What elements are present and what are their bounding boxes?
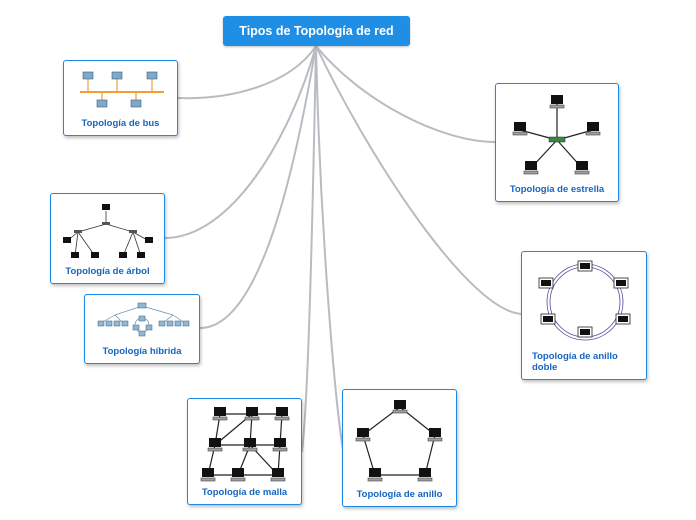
topic-estrella-label: Topología de estrella	[509, 184, 605, 195]
topic-anillo[interactable]: Topología de anillo	[342, 389, 457, 507]
connector-hibrida	[199, 45, 317, 329]
topic-malla[interactable]: Topología de malla	[187, 398, 302, 505]
topic-estrella[interactable]: Topología de estrella	[495, 83, 619, 202]
tree-topology-image	[63, 204, 153, 258]
double-ring-topology-image	[538, 260, 631, 341]
bus-topology-image	[80, 71, 164, 108]
topic-arbol-label: Topología de árbol	[65, 266, 150, 277]
topic-anillo-doble[interactable]: Topología de anillo doble	[521, 251, 647, 380]
central-topic[interactable]: Tipos de Topología de red	[223, 16, 410, 46]
connector-bus	[177, 45, 317, 100]
star-topology-image	[512, 95, 601, 175]
topic-anillo-doble-label: Topología de anillo doble	[532, 351, 618, 373]
ring-topology-image	[355, 400, 443, 482]
hybrid-topology-image	[97, 302, 190, 337]
topic-arbol[interactable]: Topología de árbol	[50, 193, 165, 284]
connector-anillo	[315, 45, 344, 451]
topic-bus[interactable]: Topología de bus	[63, 60, 178, 136]
topic-anillo-label: Topología de anillo	[356, 489, 443, 500]
connector-arbol	[164, 45, 317, 239]
mesh-topology-image	[200, 407, 290, 482]
topic-hibrida-label: Topología híbrida	[102, 346, 182, 357]
topic-malla-label: Topología de malla	[201, 487, 288, 498]
connector-estrella	[315, 45, 496, 143]
connector-anillo-doble	[315, 45, 523, 315]
topic-bus-label: Topología de bus	[81, 118, 160, 129]
connector-malla	[301, 45, 317, 453]
topic-hibrida[interactable]: Topología híbrida	[84, 294, 200, 364]
